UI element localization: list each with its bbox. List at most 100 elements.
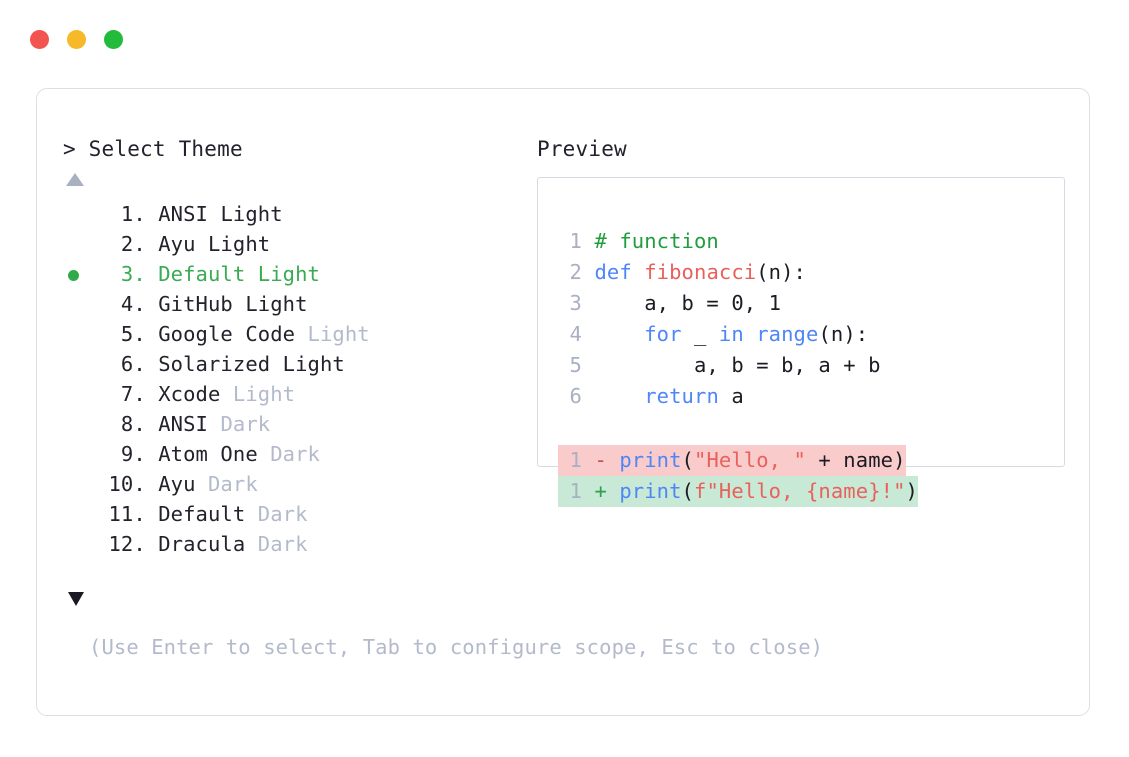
theme-item-text: 1. ANSI Light xyxy=(96,199,283,229)
preview-label: Preview xyxy=(537,137,627,161)
theme-list-item[interactable]: 10. Ayu Dark xyxy=(63,469,533,499)
line-number: 5 xyxy=(569,353,582,377)
selected-bullet-icon xyxy=(68,270,79,281)
theme-list-item[interactable]: 11. Default Dark xyxy=(63,499,533,529)
code-token: ( xyxy=(681,479,694,503)
theme-item-name: Ayu xyxy=(158,232,196,256)
minimize-button[interactable] xyxy=(67,30,86,49)
theme-item-variant: Light xyxy=(270,352,345,376)
line-number: 3 xyxy=(569,291,582,315)
code-token: a, b = b, a + b xyxy=(594,353,881,377)
code-token: # function xyxy=(594,229,719,253)
page-title: > Select Theme xyxy=(63,137,243,161)
theme-list-item[interactable]: 4. GitHub Light xyxy=(63,289,533,319)
theme-item-text: 10. Ayu Dark xyxy=(96,469,258,499)
theme-item-variant: Dark xyxy=(245,532,308,556)
preview-pane: Preview 1 # function 2 def fibonacci(n): 3… xyxy=(535,89,1075,715)
line-number: 1 xyxy=(569,229,582,253)
theme-item-name: Atom One xyxy=(158,442,258,466)
theme-list: 1. ANSI Light 2. Ayu Light 3. Default Li… xyxy=(63,199,533,559)
keyboard-hint: (Use Enter to select, Tab to configure s… xyxy=(89,635,824,659)
theme-item-text: 11. Default Dark xyxy=(96,499,308,529)
gutter-space xyxy=(582,353,594,377)
theme-list-item[interactable]: 9. Atom One Dark xyxy=(63,439,533,469)
code-token: in range xyxy=(718,322,819,346)
line-number: 4 xyxy=(569,322,582,346)
theme-item-text: 4. GitHub Light xyxy=(96,289,308,319)
theme-item-text: 5. Google Code Light xyxy=(96,319,370,349)
code-token: print xyxy=(619,479,682,503)
theme-list-item[interactable]: 6. Solarized Light xyxy=(63,349,533,379)
theme-item-variant: Light xyxy=(220,382,296,406)
theme-item-index: 11. xyxy=(96,502,159,526)
theme-item-variant: Light xyxy=(232,292,308,316)
scroll-up-icon[interactable] xyxy=(66,173,84,186)
theme-list-item[interactable]: 12. Dracula Dark xyxy=(63,529,533,559)
line-number: 6 xyxy=(569,384,582,408)
code-token: (n): xyxy=(818,322,869,346)
theme-item-index: 2. xyxy=(96,232,159,256)
code-token: def xyxy=(594,260,645,284)
theme-item-index: 6. xyxy=(96,352,159,376)
theme-list-item[interactable]: 5. Google Code Light xyxy=(63,319,533,349)
diff-marker: + xyxy=(582,479,620,503)
diff-added-line: 1 + print(f"Hello, {name}!") xyxy=(558,476,918,507)
theme-item-index: 12. xyxy=(96,532,159,556)
code-token: return xyxy=(644,384,719,408)
code-line: 2 def fibonacci(n): xyxy=(558,257,881,288)
theme-item-name: ANSI xyxy=(158,412,208,436)
code-token: "Hello, " xyxy=(694,448,806,472)
code-token xyxy=(594,384,644,408)
code-token xyxy=(594,322,644,346)
code-token: (n): xyxy=(756,260,806,284)
theme-list-item[interactable]: 2. Ayu Light xyxy=(63,229,533,259)
code-token: fibonacci xyxy=(644,260,757,284)
scroll-down-icon[interactable] xyxy=(68,592,84,606)
theme-item-name: Default xyxy=(158,262,246,286)
theme-item-variant: Light xyxy=(245,262,320,286)
theme-item-text: 9. Atom One Dark xyxy=(96,439,320,469)
theme-item-variant: Dark xyxy=(208,412,271,436)
theme-item-index: 7. xyxy=(96,382,159,406)
theme-item-variant: Dark xyxy=(245,502,308,526)
maximize-button[interactable] xyxy=(104,30,123,49)
theme-item-text: 8. ANSI Dark xyxy=(96,409,270,439)
theme-item-text: 7. Xcode Light xyxy=(96,379,295,409)
code-token: + name) xyxy=(805,448,906,472)
theme-item-name: GitHub xyxy=(158,292,233,316)
theme-item-index: 4. xyxy=(96,292,159,316)
theme-item-index: 8. xyxy=(96,412,159,436)
theme-item-index: 3. xyxy=(96,262,159,286)
gutter-space xyxy=(582,384,594,408)
code-line: 6 return a xyxy=(558,381,881,412)
theme-list-item[interactable]: 8. ANSI Dark xyxy=(63,409,533,439)
theme-item-index: 5. xyxy=(96,322,159,346)
theme-item-variant: Light xyxy=(295,322,370,346)
theme-selector-dialog: > Select Theme 1. ANSI Light 2. Ayu Ligh… xyxy=(36,88,1090,716)
diff-removed-line: 1 - print("Hello, " + name) xyxy=(558,445,906,476)
code-token: f"Hello, {name}!" xyxy=(694,479,906,503)
code-token: _ xyxy=(681,322,719,346)
diff-marker: - xyxy=(582,448,620,472)
theme-list-item[interactable]: 7. Xcode Light xyxy=(63,379,533,409)
gutter-space xyxy=(582,291,594,315)
code-line: 5 a, b = b, a + b xyxy=(558,350,881,381)
code-token: a, b = 0, 1 xyxy=(594,291,782,315)
theme-item-variant: Dark xyxy=(257,442,320,466)
theme-item-text: 2. Ayu Light xyxy=(96,229,270,259)
gutter-space xyxy=(582,322,594,346)
preview-box: 1 # function 2 def fibonacci(n): 3 a, b = … xyxy=(537,177,1065,507)
theme-item-index: 10. xyxy=(96,472,159,496)
close-button[interactable] xyxy=(30,30,49,49)
code-token: for xyxy=(644,322,682,346)
diff-sample: 1 - print("Hello, " + name)1 + print(f"H… xyxy=(558,445,918,507)
window-traffic-lights xyxy=(30,30,123,49)
theme-list-item[interactable]: 3. Default Light xyxy=(63,259,533,289)
line-number: 1 xyxy=(569,479,582,503)
theme-item-index: 1. xyxy=(96,202,159,226)
theme-list-item[interactable]: 1. ANSI Light xyxy=(63,199,533,229)
theme-item-name: Solarized xyxy=(158,352,271,376)
theme-item-text: 3. Default Light xyxy=(96,259,320,289)
code-token: print xyxy=(619,448,682,472)
theme-item-variant: Light xyxy=(208,202,283,226)
